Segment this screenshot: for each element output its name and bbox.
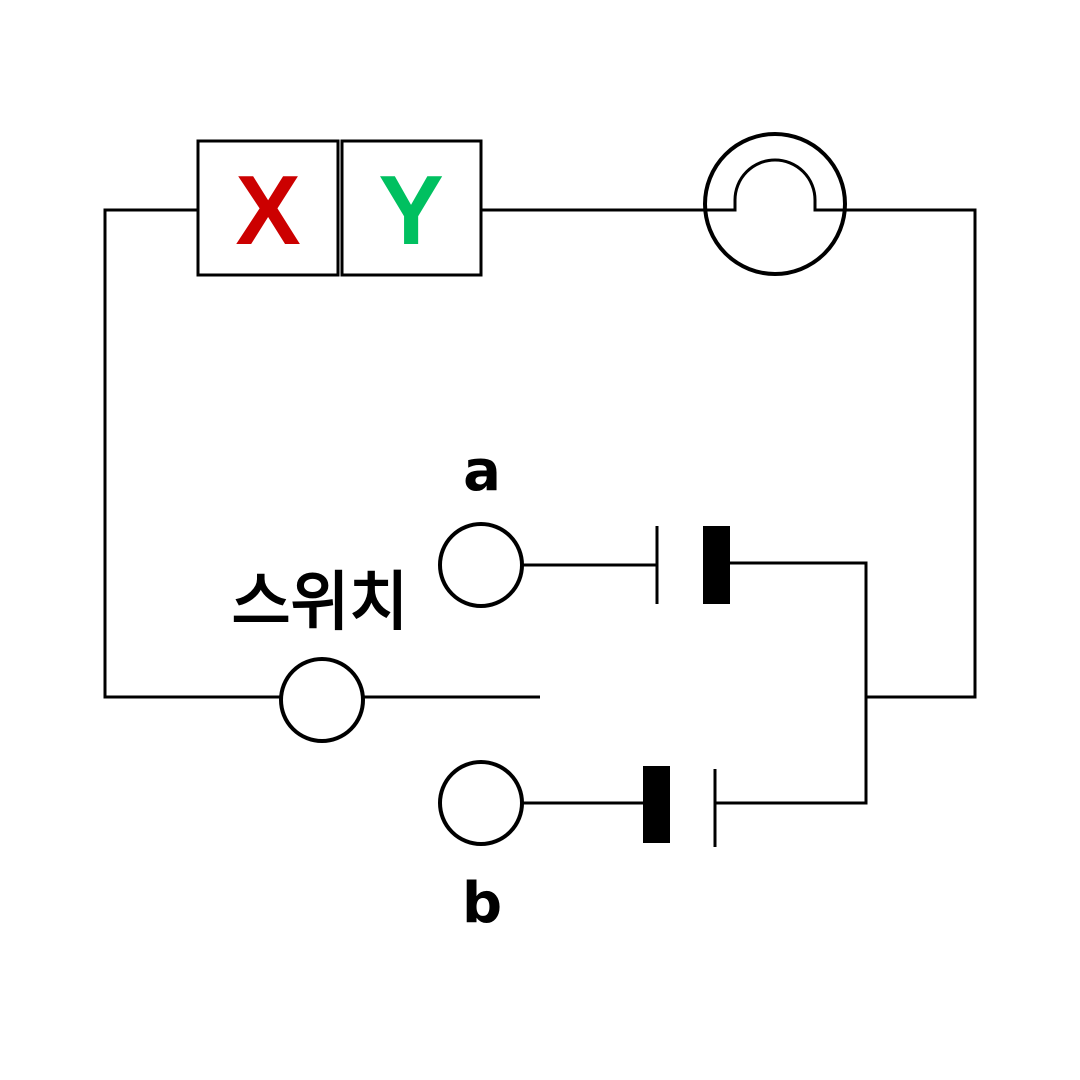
bulb-filament — [705, 158, 845, 212]
terminal-b-label: b — [462, 871, 502, 936]
battery-cell-b-icon — [643, 766, 717, 847]
terminal-b[interactable] — [438, 760, 524, 846]
y-label: Y — [378, 155, 443, 265]
xy-component: X Y — [196, 139, 483, 277]
switch-label: 스위치 — [232, 566, 409, 640]
bulb-globe — [703, 132, 847, 276]
wire-top-left — [103, 208, 283, 699]
x-label: X — [235, 155, 300, 265]
cell-a-thick-plate — [703, 526, 730, 604]
wire-right-loop — [845, 208, 977, 699]
wire-b-right — [716, 697, 868, 805]
terminal-a[interactable] — [438, 522, 524, 608]
y-box — [340, 139, 483, 277]
switch-terminal-icon[interactable] — [279, 657, 365, 743]
cell-b-thick-plate — [643, 766, 670, 843]
terminal-a-label: a — [463, 439, 501, 504]
bulb-icon — [703, 132, 847, 276]
x-box — [196, 139, 340, 277]
wire-a-right — [730, 561, 868, 697]
battery-cell-a-icon — [655, 526, 730, 604]
